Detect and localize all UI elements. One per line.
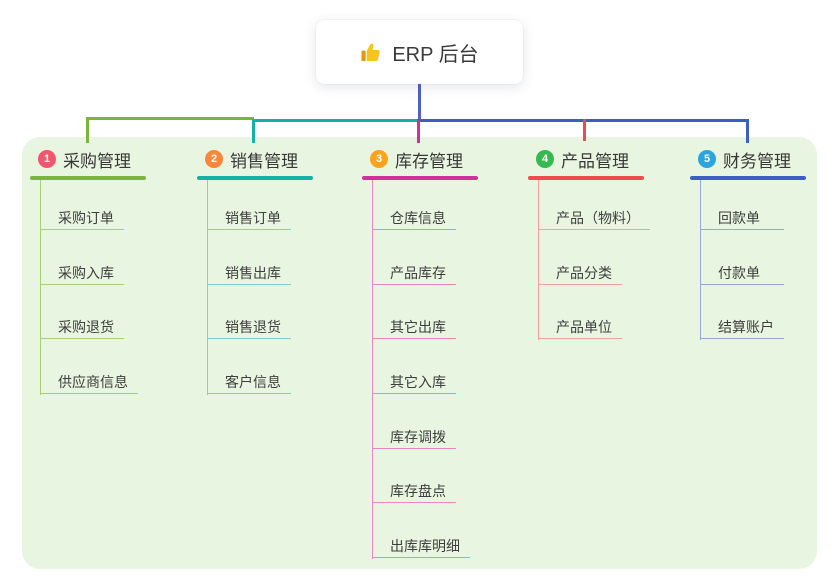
branch-sales-title: 销售管理 bbox=[230, 151, 298, 171]
branch-product-node[interactable]: 4 产品管理 bbox=[536, 148, 629, 171]
branch-sales-stem bbox=[207, 180, 208, 395]
node-purchase-return[interactable]: 采购退货 bbox=[40, 317, 124, 339]
node-supplier-info[interactable]: 供应商信息 bbox=[40, 372, 138, 394]
branch-product-title: 产品管理 bbox=[561, 151, 629, 171]
node-product-material[interactable]: 产品（物料） bbox=[538, 208, 650, 230]
node-product-unit[interactable]: 产品单位 bbox=[538, 317, 622, 339]
branch-purchase-underline bbox=[30, 176, 146, 180]
node-stock-count[interactable]: 库存盘点 bbox=[372, 481, 456, 503]
map-background-panel bbox=[22, 137, 817, 569]
branch-finance: 5 财务管理 回款单 付款单 结算账户 bbox=[690, 0, 839, 588]
branch-product-underline bbox=[528, 176, 644, 180]
node-product-stock[interactable]: 产品库存 bbox=[372, 263, 456, 285]
branch-finance-stem bbox=[700, 180, 701, 340]
branch-sales: 2 销售管理 销售订单 销售出库 销售退货 客户信息 bbox=[197, 0, 347, 588]
connector-drop-product bbox=[583, 119, 586, 141]
branch-product-stem bbox=[538, 180, 539, 340]
badge-1: 1 bbox=[38, 150, 56, 168]
node-stock-transfer[interactable]: 库存调拨 bbox=[372, 427, 456, 449]
node-outbound-detail[interactable]: 出库库明细 bbox=[372, 536, 470, 558]
node-sales-outbound[interactable]: 销售出库 bbox=[207, 263, 291, 285]
badge-3: 3 bbox=[370, 150, 388, 168]
node-sales-return[interactable]: 销售退货 bbox=[207, 317, 291, 339]
root-node[interactable]: ERP 后台 bbox=[316, 20, 523, 84]
branch-finance-node[interactable]: 5 财务管理 bbox=[698, 148, 791, 171]
node-purchase-inbound[interactable]: 采购入库 bbox=[40, 263, 124, 285]
connector-root-drop bbox=[418, 84, 421, 121]
node-other-inbound[interactable]: 其它入库 bbox=[372, 372, 456, 394]
branch-purchase-node[interactable]: 1 采购管理 bbox=[38, 148, 131, 171]
node-other-outbound[interactable]: 其它出库 bbox=[372, 317, 456, 339]
branch-inventory-title: 库存管理 bbox=[395, 151, 463, 171]
connector-drop-sales bbox=[252, 119, 255, 143]
badge-5: 5 bbox=[698, 150, 716, 168]
node-sales-order[interactable]: 销售订单 bbox=[207, 208, 291, 230]
branch-purchase-stem bbox=[40, 180, 41, 395]
node-warehouse-info[interactable]: 仓库信息 bbox=[372, 208, 456, 230]
connector-drop-inventory bbox=[417, 120, 420, 143]
branch-product: 4 产品管理 产品（物料） 产品分类 产品单位 bbox=[528, 0, 678, 588]
node-payment-bill[interactable]: 付款单 bbox=[700, 263, 784, 285]
branch-finance-title: 财务管理 bbox=[723, 151, 791, 171]
node-purchase-order[interactable]: 采购订单 bbox=[40, 208, 124, 230]
root-title: ERP 后台 bbox=[392, 43, 479, 66]
branch-purchase-title: 采购管理 bbox=[63, 151, 131, 171]
node-receipt-bill[interactable]: 回款单 bbox=[700, 208, 784, 230]
branch-inventory-node[interactable]: 3 库存管理 bbox=[370, 148, 463, 171]
branch-sales-node[interactable]: 2 销售管理 bbox=[205, 148, 298, 171]
connector-drop-finance bbox=[746, 119, 749, 143]
branch-inventory-stem bbox=[372, 180, 373, 559]
branch-sales-underline bbox=[197, 176, 313, 180]
branch-finance-underline bbox=[690, 176, 806, 180]
connector-bus-sales bbox=[252, 119, 420, 122]
branch-purchase: 1 采购管理 采购订单 采购入库 采购退货 供应商信息 bbox=[30, 0, 180, 588]
node-settlement-account[interactable]: 结算账户 bbox=[700, 317, 784, 339]
node-product-category[interactable]: 产品分类 bbox=[538, 263, 622, 285]
branch-inventory-underline bbox=[362, 176, 478, 180]
node-customer-info[interactable]: 客户信息 bbox=[207, 372, 291, 394]
connector-drop-purchase bbox=[86, 117, 89, 143]
thumbs-up-icon bbox=[360, 41, 383, 64]
badge-4: 4 bbox=[536, 150, 554, 168]
connector-bus-purchase bbox=[86, 117, 254, 120]
badge-2: 2 bbox=[205, 150, 223, 168]
branch-inventory: 3 库存管理 仓库信息 产品库存 其它出库 其它入库 库存调拨 库存盘点 出库库… bbox=[362, 0, 512, 588]
